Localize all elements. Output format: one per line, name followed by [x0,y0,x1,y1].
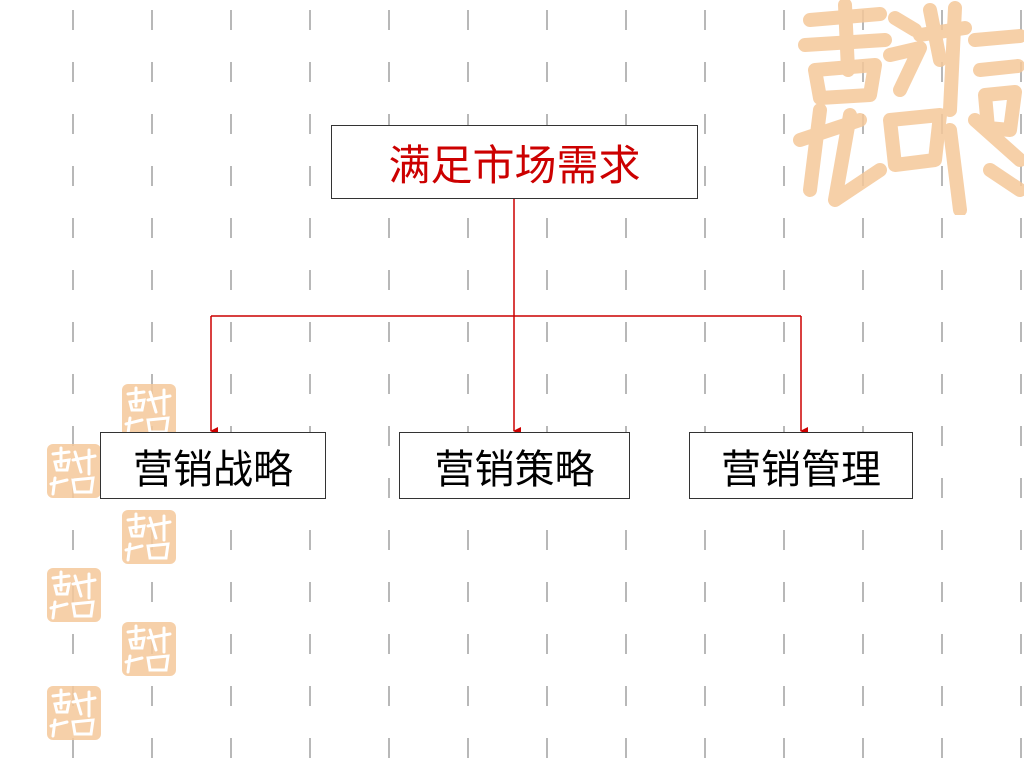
seal-stamp-icon [122,510,176,564]
root-node-box: 满足市场需求 [331,125,698,199]
child-node-label: 营销管理 [721,446,881,493]
child-node-box-marketing-strategy: 营销战略 [100,432,326,499]
seal-stamp-icon [122,384,176,438]
seal-stamp-icon [122,622,176,676]
child-node-label: 营销战略 [133,446,293,493]
child-node-label: 营销策略 [434,446,595,493]
seal-stamp-icon [47,444,101,498]
seal-stamp-icon [47,568,101,622]
large-seal-logo-icon [793,0,1024,215]
child-node-box-marketing-management: 营销管理 [689,432,913,499]
root-node-label: 满足市场需求 [388,140,641,190]
seal-stamp-icon [47,686,101,740]
child-node-box-marketing-tactics: 营销策略 [399,432,630,499]
